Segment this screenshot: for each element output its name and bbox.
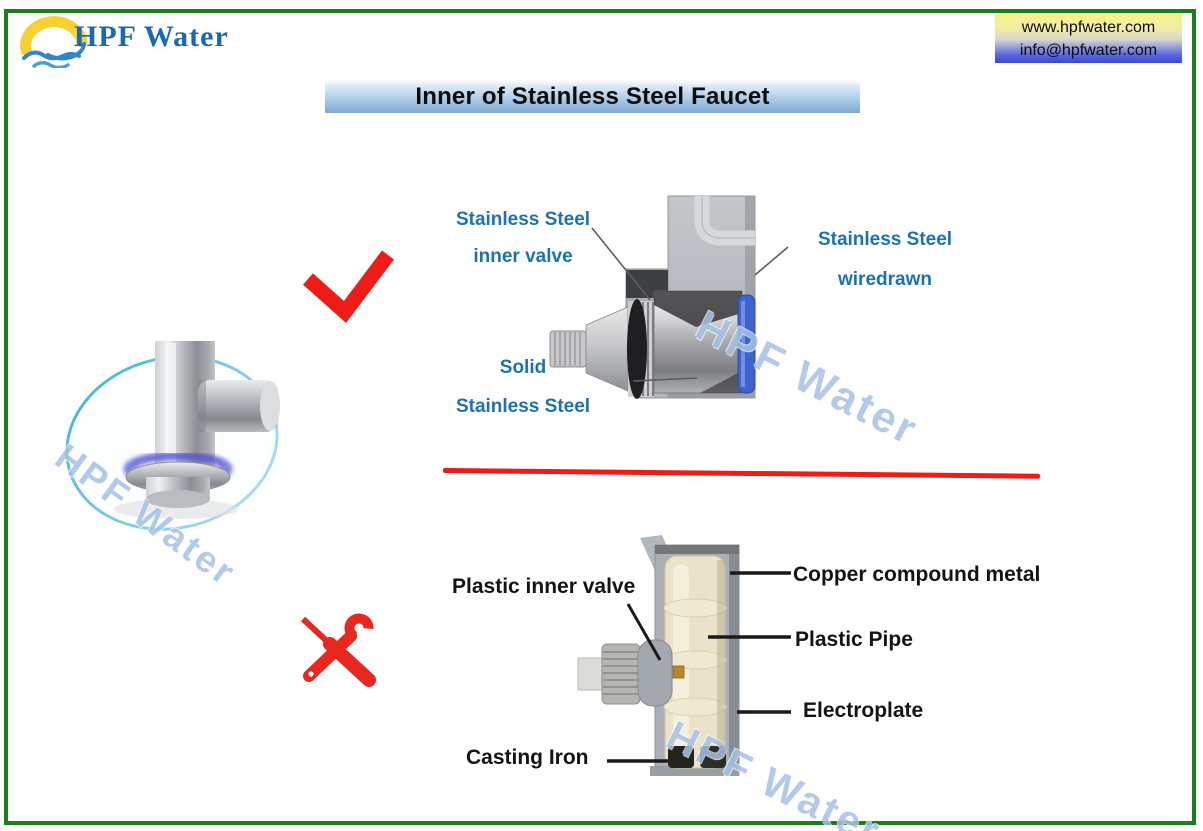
label-copper-compound-metal: Copper compound metal	[793, 563, 1041, 586]
page-title: Inner of Stainless Steel Faucet	[415, 82, 770, 110]
hpf-water-logo-icon	[20, 16, 88, 68]
plastic-faucet-cutaway-photo	[577, 535, 791, 776]
label-electroplate: Electroplate	[803, 699, 924, 722]
label-casting-iron: Casting Iron	[466, 746, 589, 769]
email-link[interactable]: info@hpfwater.com	[1019, 41, 1158, 59]
stainless-faucet-photo	[65, 341, 280, 531]
plastic-pipe	[663, 555, 727, 769]
label-plastic-pipe: Plastic Pipe	[795, 628, 913, 651]
leader-lines	[607, 571, 791, 763]
page-border	[4, 9, 1196, 825]
plastic-inner-valve	[577, 639, 673, 707]
crossed-tools-icon	[300, 613, 376, 687]
casting-iron-part	[668, 746, 694, 768]
title-banner: Inner of Stainless Steel Faucet	[325, 80, 860, 113]
label-stainless-inner-valve: Stainless Steel inner valve	[455, 209, 591, 267]
leader-lines	[591, 227, 789, 382]
label-stainless-wiredrawn: Stainless Steel wiredrawn	[817, 229, 953, 290]
label-solid-stainless-steel: Solid Stainless Steel	[455, 357, 591, 417]
contact-box: www.hpfwater.com info@hpfwater.com	[995, 14, 1182, 63]
checkmark-icon	[303, 250, 394, 324]
stainless-valve-cutaway-photo	[549, 195, 789, 399]
logo-text: HPF Water	[74, 20, 229, 53]
brass-fitting	[672, 665, 685, 679]
label-plastic-inner-valve: Plastic inner valve	[452, 575, 636, 598]
website-link[interactable]: www.hpfwater.com	[1021, 18, 1156, 36]
